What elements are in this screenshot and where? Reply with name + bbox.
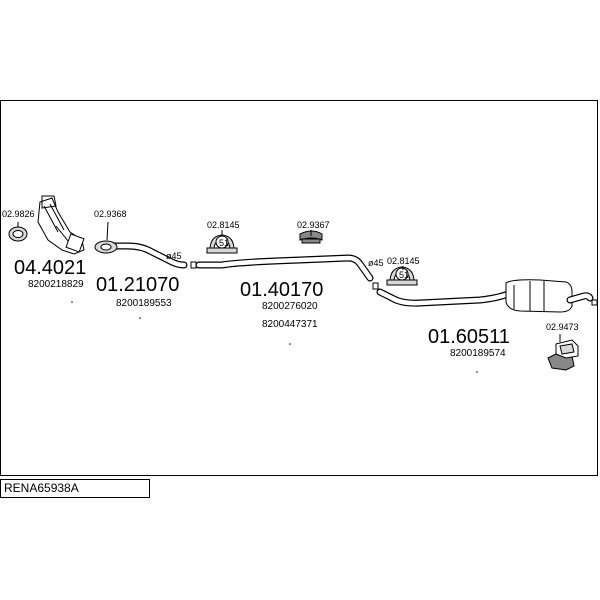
- oe-number: 8200218829: [28, 279, 84, 290]
- oe-number: 8200447371: [262, 319, 318, 330]
- accessory-label: 02.9826: [2, 209, 35, 219]
- front-pipe[interactable]: [100, 242, 188, 269]
- dot: [139, 317, 141, 319]
- accessory-label: 02.9367: [297, 220, 330, 230]
- part-number: 01.21070: [96, 274, 179, 296]
- accessory-label: 02.8145: [207, 220, 240, 230]
- clamp-badge: 51: [219, 238, 229, 248]
- oe-number: 8200189574: [450, 348, 506, 359]
- diameter-label: ø45: [166, 251, 182, 261]
- joint-clamp-2: [372, 282, 379, 290]
- flange-gasket[interactable]: [94, 240, 118, 254]
- diagram-code: RENA65938A: [0, 479, 150, 498]
- accessory-label: 02.9473: [546, 322, 579, 332]
- oe-number: 8200189553: [116, 298, 172, 309]
- rear-silencer-assembly[interactable]: [376, 279, 594, 313]
- diameter-label: ø45: [368, 258, 384, 268]
- gasket-ring[interactable]: [8, 226, 28, 242]
- tailpipe-end: [591, 299, 598, 306]
- accessory-label: 02.8145: [387, 256, 420, 266]
- clamp-badge: 51: [399, 270, 409, 280]
- dot: [71, 301, 73, 303]
- diagram-frame: [0, 100, 598, 476]
- leader-line: [106, 221, 109, 241]
- mounting-bracket[interactable]: [547, 339, 579, 371]
- clamp-2[interactable]: [386, 266, 418, 286]
- part-number: 04.4021: [14, 257, 86, 279]
- clamp-1[interactable]: [206, 234, 238, 254]
- catalytic-converter[interactable]: [37, 195, 85, 255]
- accessory-label: 02.9368: [94, 209, 127, 219]
- joint-clamp-1: [190, 261, 197, 269]
- part-number: 01.60511: [428, 326, 510, 348]
- part-number: 01.40170: [240, 279, 323, 301]
- middle-pipe[interactable]: [195, 254, 374, 282]
- dot: [476, 371, 478, 373]
- dot: [289, 343, 291, 345]
- oe-number: 8200276020: [262, 301, 318, 312]
